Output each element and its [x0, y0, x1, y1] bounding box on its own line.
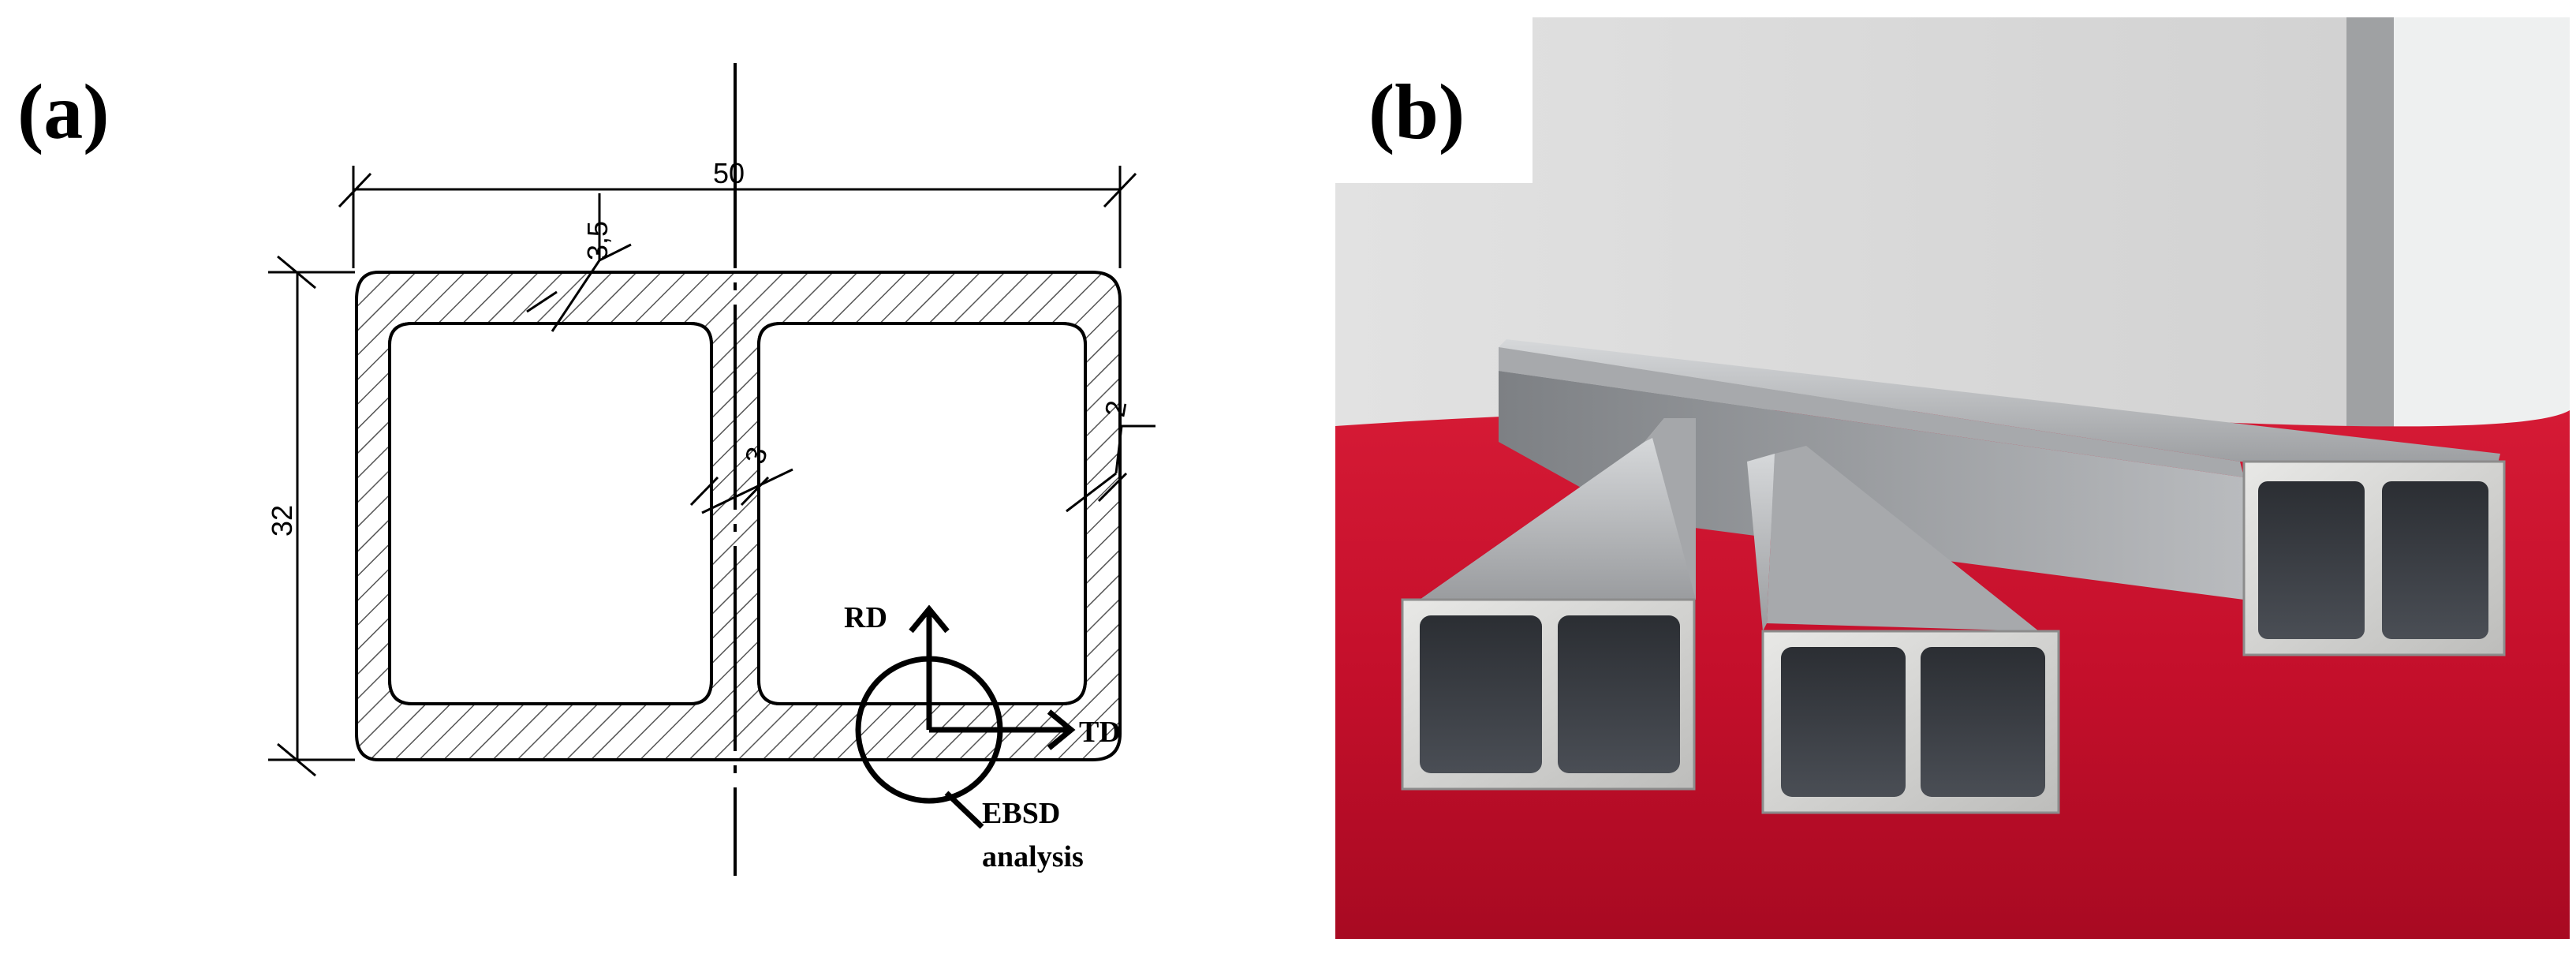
panel-label-a: (a) [17, 68, 110, 155]
top-wall-dim-label: 3,5 [581, 221, 614, 260]
left-cavity [388, 322, 713, 705]
profile-front-left [1401, 418, 1696, 791]
ebsd-marker: RD TD EBSD analysis [844, 601, 1121, 873]
panel-a-drawing: (a) 50 32 [17, 63, 1155, 876]
top-wall-dimension: 3,5 [526, 193, 632, 332]
width-dimension: 50 [338, 157, 1137, 268]
panel-b-photo: (b) [1335, 17, 2570, 939]
axis-td-label: TD [1079, 716, 1121, 749]
photo-frame-post [2346, 17, 2394, 459]
height-dim-label: 32 [266, 505, 298, 537]
ebsd-label-line1: EBSD [982, 797, 1060, 830]
axis-rd-label: RD [844, 601, 887, 634]
right-cavity [757, 322, 1087, 705]
width-dim-label: 50 [713, 157, 745, 189]
profile-front-middle [1747, 446, 2060, 814]
panel-label-b: (b) [1368, 68, 1465, 155]
height-dimension: 32 [266, 255, 355, 777]
ebsd-label-line2: analysis [982, 840, 1084, 873]
